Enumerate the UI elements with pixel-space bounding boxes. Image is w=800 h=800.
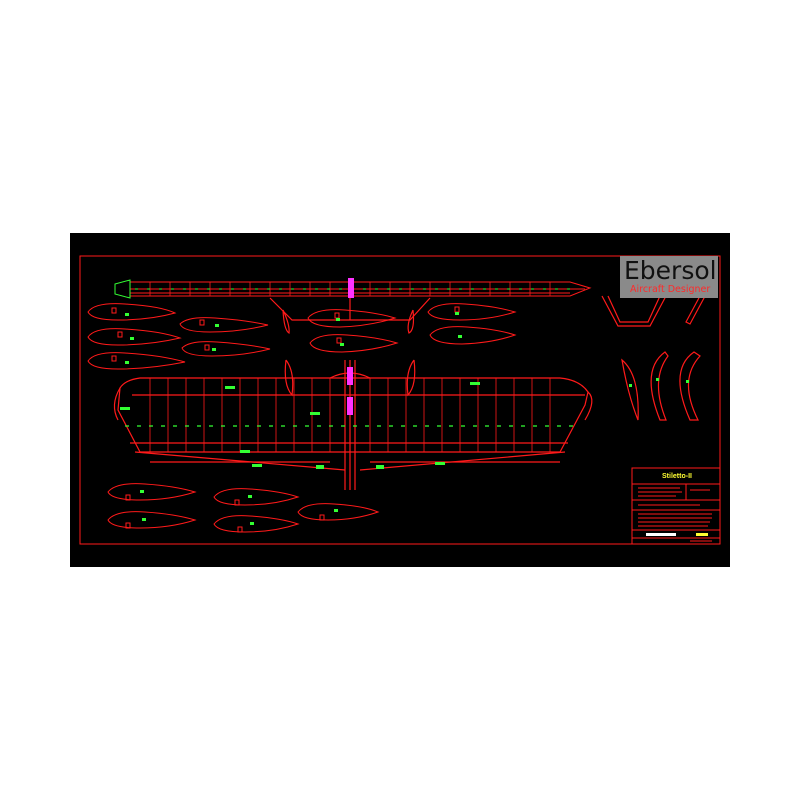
brand-name: Ebersol	[624, 256, 717, 285]
drawing-border	[79, 255, 721, 545]
wing-servo-marks	[120, 382, 480, 469]
top-joiner-mark	[348, 278, 354, 298]
airfoil-ribs-left-upper	[87, 303, 517, 370]
airfoil-ribs-lower	[107, 483, 380, 533]
center-pylon	[269, 297, 431, 334]
brand-logo: Ebersol Aircraft Designer	[620, 256, 718, 298]
main-wing-panel	[113, 359, 593, 490]
title-block-frame	[631, 467, 721, 545]
title-block-scale-bar	[646, 533, 708, 536]
rib-spar-markers	[125, 312, 462, 364]
title-block-notes	[638, 487, 712, 542]
tail-bracket-parts	[601, 295, 705, 327]
lower-rib-markers	[140, 490, 338, 525]
wing-joiner-marks	[347, 367, 353, 415]
brand-tagline: Aircraft Designer	[630, 284, 711, 295]
fin-hooks	[621, 351, 701, 421]
title-block-title: Stiletto-II	[662, 473, 692, 480]
fin-hook-markers	[629, 378, 689, 387]
